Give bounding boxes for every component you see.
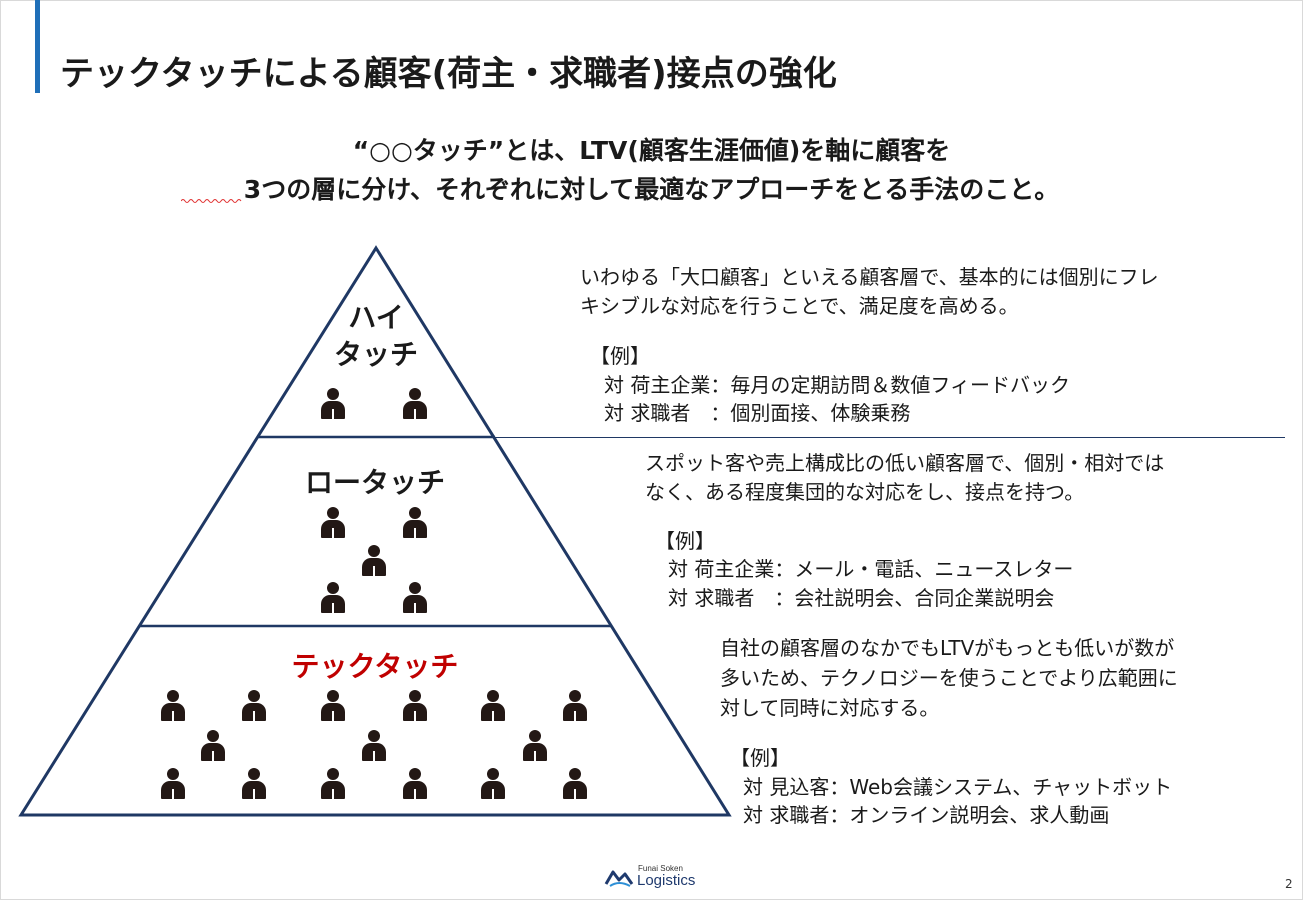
tech-touch-description-line-3: 対して同時に対応する。: [720, 696, 940, 720]
person-icon: [241, 768, 267, 800]
high-touch-label-line-2: タッチ: [333, 338, 418, 371]
high-touch-example-heading: 【例】: [590, 344, 650, 368]
person-icon: [320, 690, 346, 722]
person-icon: [320, 582, 346, 614]
person-icon: [402, 768, 428, 800]
person-icon: [402, 582, 428, 614]
spellcheck-underline: [181, 199, 242, 203]
page-number: 2: [1285, 877, 1293, 891]
high-touch-label-line-1: ハイ: [348, 301, 404, 334]
high-touch-description-line-1: いわゆる「大口顧客」といえる顧客層で、基本的には個別にフレ: [580, 265, 1159, 289]
person-icon: [320, 388, 346, 420]
low-touch-example-shipper: 対 荷主企業：メール・電話、ニュースレター: [668, 557, 1074, 581]
person-icon: [361, 545, 387, 577]
tech-touch-example-jobseeker: 対 求職者：オンライン説明会、求人動画: [743, 803, 1110, 827]
person-icon: [402, 388, 428, 420]
company-logo: Funai Soken Logistics: [604, 862, 704, 890]
page-title: テックタッチによる顧客(荷主・求職者)接点の強化: [60, 54, 837, 94]
person-icon: [160, 768, 186, 800]
person-icon: [522, 730, 548, 762]
logo-company-name: Funai Soken: [638, 864, 683, 873]
subtitle-line-2: 3つの層に分け、それぞれに対して最適なアプローチをとる手法のこと。: [243, 175, 1060, 204]
logo-brand-name: Logistics: [637, 872, 696, 889]
person-icon: [402, 507, 428, 539]
tech-touch-description-line-1: 自社の顧客層のなかでもLTVがもっとも低いが数が: [720, 636, 1175, 660]
tech-touch-example-heading: 【例】: [730, 746, 790, 770]
high-touch-example-shipper: 対 荷主企業：毎月の定期訪問＆数値フィードバック: [604, 373, 1070, 397]
high-touch-example-jobseeker: 対 求職者 ：個別面接、体験乗務: [604, 401, 911, 425]
tech-touch-description-line-2: 多いため、テクノロジーを使うことでより広範囲に: [720, 666, 1178, 690]
person-icon: [241, 690, 267, 722]
high-touch-description-line-2: キシブルな対応を行うことで、満足度を高める。: [580, 294, 1019, 318]
tech-touch-label: テックタッチ: [291, 650, 459, 683]
person-icon: [480, 768, 506, 800]
person-icon: [361, 730, 387, 762]
subtitle-line-1: “○○タッチ”とは、LTV(顧客生涯価値)を軸に顧客を: [352, 136, 951, 165]
person-icon: [562, 768, 588, 800]
person-icon: [200, 730, 226, 762]
person-icon: [562, 690, 588, 722]
person-icon: [320, 507, 346, 539]
person-icon: [320, 768, 346, 800]
tech-touch-example-prospect: 対 見込客：Web会議システム、チャットボット: [743, 775, 1173, 799]
low-touch-example-heading: 【例】: [655, 529, 715, 553]
person-icon: [480, 690, 506, 722]
person-icon: [160, 690, 186, 722]
high-low-divider: [495, 437, 1285, 438]
low-touch-example-jobseeker: 対 求職者 ：会社説明会、合同企業説明会: [668, 586, 1055, 610]
logo-wave-icon: [604, 870, 634, 887]
low-touch-description-line-1: スポット客や売上構成比の低い顧客層で、個別・相対では: [645, 451, 1165, 475]
person-icon: [402, 690, 428, 722]
title-accent-bar: [35, 0, 40, 93]
low-touch-description-line-2: なく、ある程度集団的な対応をし、接点を持つ。: [645, 480, 1085, 504]
low-touch-label: ロータッチ: [304, 466, 445, 499]
